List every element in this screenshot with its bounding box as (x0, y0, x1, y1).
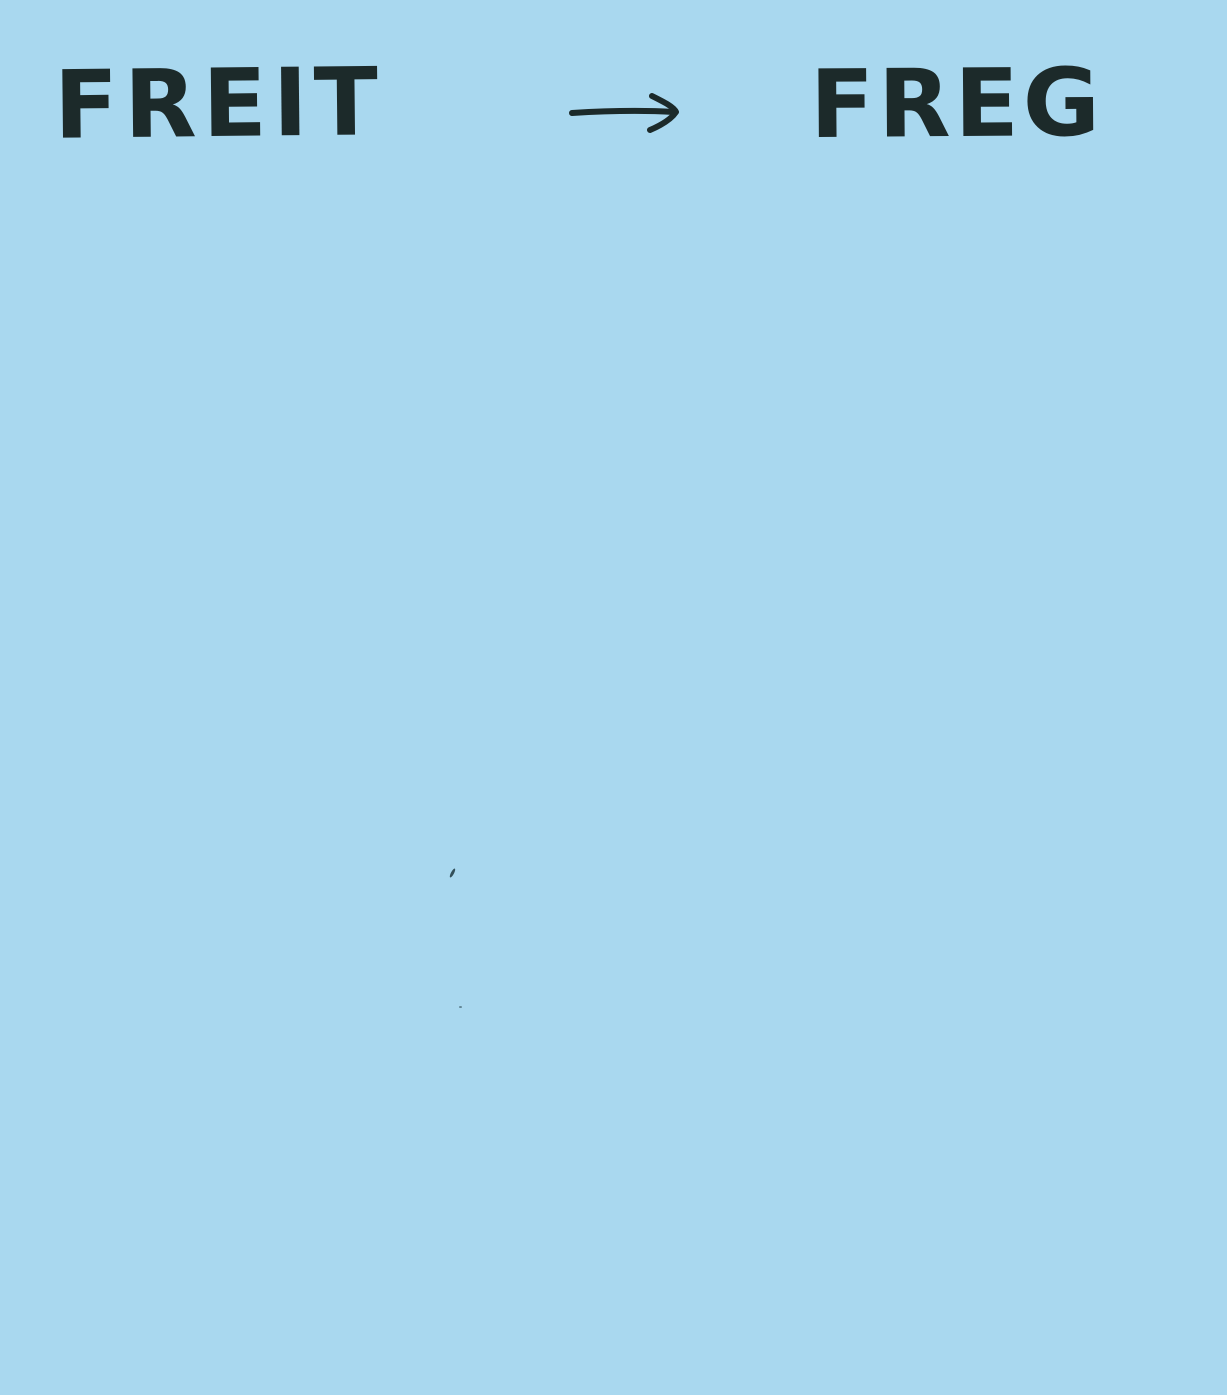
source-word: FREIT (53, 48, 385, 161)
ink-speck (459, 1006, 462, 1008)
ink-speck (448, 867, 457, 879)
target-word: FREG (809, 48, 1105, 161)
right-arrow-icon (569, 93, 679, 133)
